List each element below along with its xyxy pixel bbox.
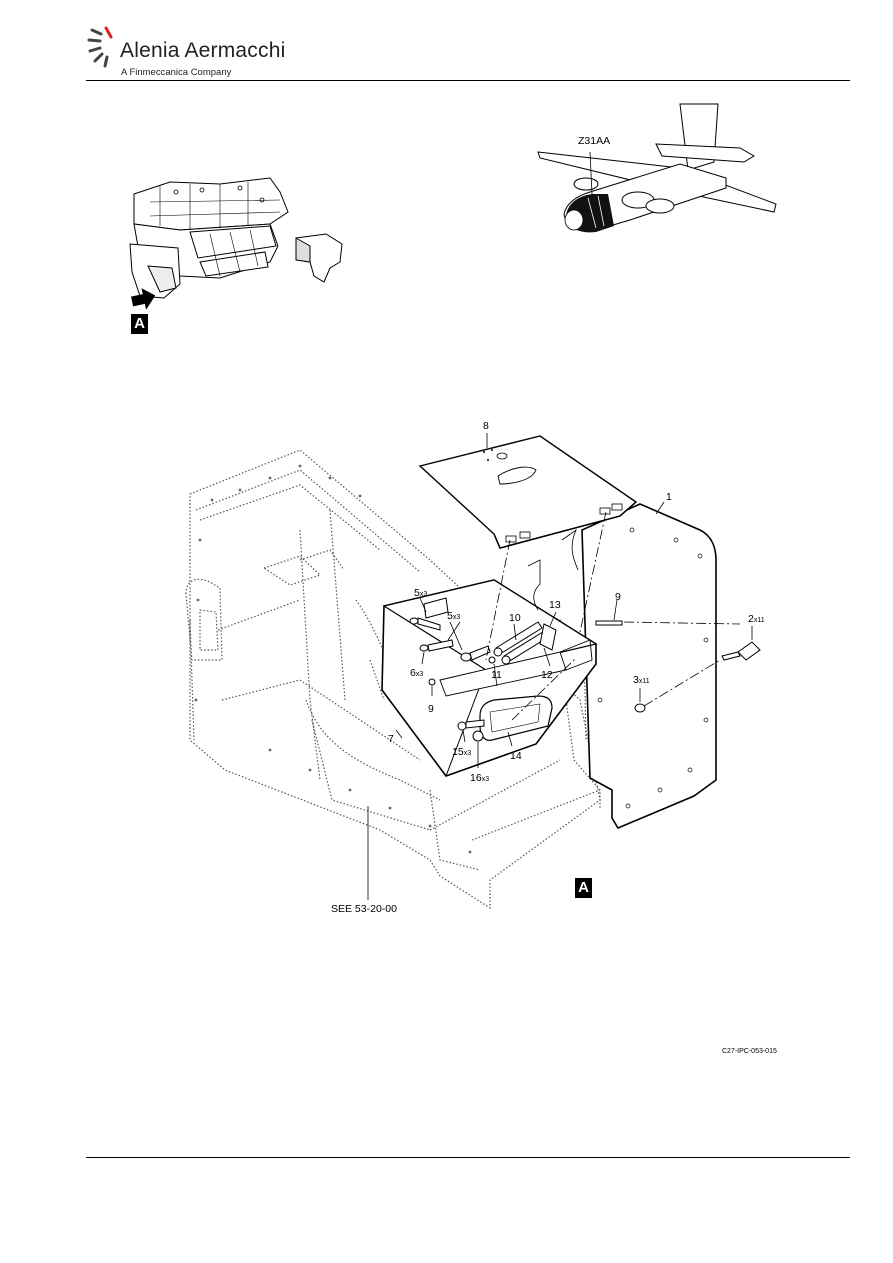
zone-label: Z31AA: [578, 135, 611, 147]
callout-13: 13: [549, 599, 561, 611]
callout-1: 1: [666, 491, 672, 503]
callout-9-right: 9: [615, 591, 621, 603]
company-name: Alenia Aermacchi: [120, 39, 286, 62]
header-rule: [86, 80, 850, 81]
callout-8: 8: [483, 420, 489, 432]
see-reference-label: SEE 53-20-00: [331, 903, 397, 915]
callout-6-lower: 6x3: [410, 667, 424, 679]
company-logo: Alenia Aermacchi A Finmeccanica Company: [86, 24, 286, 80]
callout-5: 5x3: [447, 610, 461, 622]
company-tagline: A Finmeccanica Company: [121, 67, 232, 78]
logo-mark-icon: [87, 26, 113, 68]
figure-id: C27-IPC-053-015: [722, 1048, 777, 1055]
callout-2: 2x11: [748, 613, 765, 625]
callout-9-left: 9: [428, 703, 434, 715]
callout-11: 11: [491, 669, 502, 681]
main-view-marker: A: [575, 878, 592, 898]
callout-16: 16x3: [470, 772, 490, 784]
callout-3: 3x11: [633, 674, 650, 686]
callout-15: 15x3: [452, 746, 472, 758]
aircraft-locator-sketch: [537, 103, 777, 233]
callout-6-upper: 5x3: [414, 587, 428, 599]
fuselage-section-sketch: [129, 177, 343, 299]
callout-12: 12: [541, 669, 553, 681]
callout-10: 10: [509, 612, 521, 624]
callout-7: 7: [388, 733, 394, 745]
footer-rule: [86, 1157, 850, 1158]
locator-view-marker: A: [131, 314, 148, 334]
callout-14: 14: [510, 750, 522, 762]
view-arrow-icon: [131, 288, 156, 310]
